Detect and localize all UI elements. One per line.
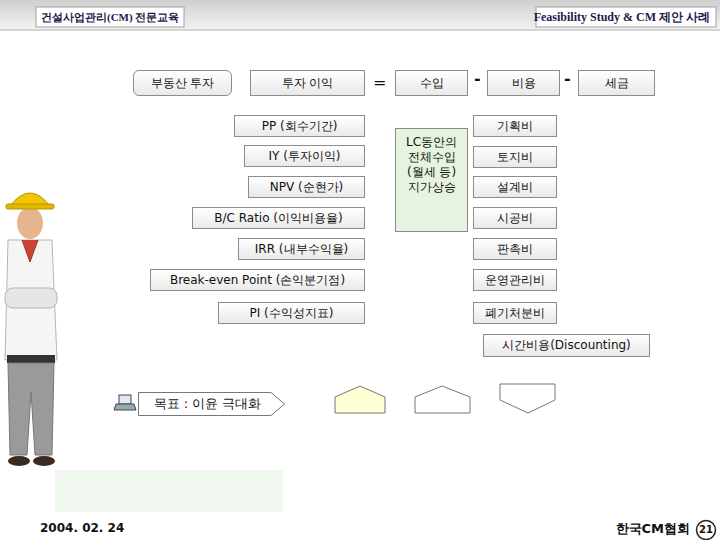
box-text: NPV (순현가): [270, 180, 344, 195]
operator: =: [373, 73, 386, 92]
date-label: 2004. 02. 24: [40, 521, 124, 535]
operator: -: [564, 69, 571, 88]
profit-box: 투자 이익: [250, 70, 365, 96]
cost-item-box: 시공비: [473, 207, 557, 229]
operator: -: [474, 69, 481, 88]
cost-box: 비용: [487, 70, 560, 96]
box-text: 비용: [512, 76, 536, 91]
box-text: 목표 : 이윤 극대화: [154, 396, 262, 412]
pale-panel: [55, 470, 283, 512]
box-text: 판촉비: [497, 242, 533, 257]
box-text: LC동안의 전체수입 (월세 등) 지가상승: [399, 135, 464, 195]
box-text: PI (수익성지표): [250, 306, 334, 321]
income-detail-box: LC동안의 전체수입 (월세 등) 지가상승: [395, 128, 468, 232]
box-text: IY (투자이익): [268, 149, 340, 164]
down-arrow-shape: [500, 384, 555, 413]
box-text: 세금: [605, 76, 629, 91]
box-text: 운영관리비: [485, 273, 545, 288]
slide-title: Feasibility Study & CM 제안 사례: [534, 9, 710, 26]
org-label: 한국CM협회: [616, 520, 690, 538]
header-label: 건설사업관리(CM) 전문교육: [41, 10, 179, 25]
box-text: 부동산 투자: [151, 76, 215, 91]
arrow-outline-path: [139, 393, 285, 416]
cost-item-box: 토지비: [473, 146, 557, 168]
metric-box: NPV (순현가): [248, 176, 365, 198]
cost-item-box: 설계비: [473, 176, 557, 198]
up-arrow-shape: [335, 386, 385, 413]
cost-item-box: 기획비: [473, 115, 557, 137]
header-band: [0, 0, 720, 30]
box-text: Break-even Point (손익분기점): [170, 273, 345, 288]
metric-box: IRR (내부수익율): [238, 238, 365, 260]
metric-box: PP (회수기간): [234, 115, 365, 137]
metric-box: Break-even Point (손익분기점): [150, 269, 365, 291]
box-text: 투자 이익: [282, 76, 334, 91]
circle-outline-path: [697, 521, 716, 540]
metric-box: B/C Ratio (이익비용율): [192, 207, 365, 229]
box-text: 기획비: [497, 119, 533, 134]
page-number: 21: [696, 520, 716, 540]
box-text: 설계비: [497, 180, 533, 195]
cost-item-box: 판촉비: [473, 238, 557, 260]
box-text: 토지비: [497, 150, 533, 165]
cost-item-box: 운영관리비: [473, 269, 557, 291]
box-text: IRR (내부수익율): [255, 242, 348, 257]
cost-item-box: 시간비용(Discounting): [483, 334, 650, 357]
goal-arrow: 목표 : 이윤 극대화: [138, 392, 285, 416]
investment-box: 부동산 투자: [133, 70, 232, 96]
tax-box: 세금: [578, 70, 655, 96]
header-rule: [0, 30, 720, 31]
laptop-icon: [114, 395, 136, 410]
up-arrow-shape: [415, 386, 470, 413]
box-text: 시간비용(Discounting): [502, 338, 631, 353]
header-plate: [36, 7, 184, 27]
engineer-figure: [5, 193, 57, 466]
box-text: 폐기처분비: [485, 306, 545, 321]
box-text: 시공비: [497, 211, 533, 226]
income-box: 수입: [395, 70, 468, 96]
box-text: 수입: [420, 76, 444, 91]
metric-box: IY (투자이익): [244, 145, 365, 167]
cost-item-box: 폐기처분비: [473, 302, 557, 324]
metric-box: PI (수익성지표): [218, 302, 365, 324]
box-text: PP (회수기간): [262, 119, 338, 134]
box-text: 21: [699, 524, 713, 537]
box-text: B/C Ratio (이익비용율): [214, 211, 342, 226]
